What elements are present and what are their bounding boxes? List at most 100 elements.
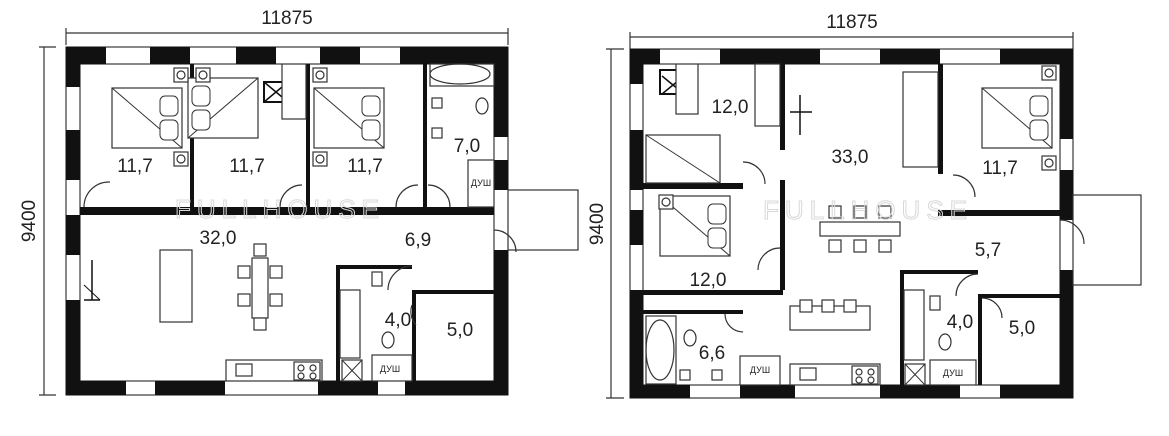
wardrobe-icon — [754, 63, 781, 127]
furniture — [645, 63, 1057, 386]
room-area-bedroom-1: 11,7 — [117, 156, 153, 177]
nightstand-icon — [173, 67, 189, 83]
chair-icon — [269, 265, 283, 279]
dining-table-icon — [251, 257, 269, 319]
toilet-icon — [938, 333, 952, 351]
height-dimension-label: 9400 — [587, 203, 608, 245]
toilet-icon — [381, 331, 395, 349]
bed-icon — [187, 77, 259, 139]
chair-icon — [253, 317, 267, 331]
room-area-bedroom: 11,7 — [982, 158, 1018, 179]
width-dimension-label: 11875 — [826, 12, 877, 33]
room-area-storage: 5,0 — [447, 320, 473, 341]
doors — [724, 161, 1085, 333]
bathtub-icon — [645, 319, 675, 381]
room-area-bedroom-3: 11,7 — [347, 156, 383, 177]
fireplace-icon — [790, 95, 812, 135]
height-dimension-label: 9400 — [19, 200, 40, 242]
chair-icon — [878, 239, 892, 253]
shower-icon — [739, 355, 781, 386]
room-area-wc: 4,0 — [947, 312, 973, 333]
room-area-hall: 5,7 — [975, 240, 1001, 261]
desk-icon — [675, 63, 699, 115]
width-dimension: 11875 — [65, 8, 509, 45]
door-swing-icon — [410, 304, 417, 326]
stool-icon — [843, 299, 857, 313]
nightstand-icon — [195, 67, 211, 83]
dining-table-icon — [819, 221, 901, 237]
outer-walls — [629, 48, 1074, 399]
door-swing-icon — [952, 174, 976, 198]
bed-icon — [111, 87, 183, 149]
shower-label: ДУШ — [471, 178, 491, 188]
room-area-storage: 5,0 — [1009, 318, 1035, 339]
room-area-living: 32,0 — [200, 228, 237, 249]
room-area-bedroom-2: 11,7 — [229, 156, 265, 177]
door-swing-icon — [981, 297, 1003, 319]
chair-icon — [828, 239, 842, 253]
chair-icon — [269, 293, 283, 307]
sink-icon — [431, 127, 443, 139]
width-dimension: 11875 — [629, 12, 1074, 49]
chair-icon — [237, 265, 251, 279]
sofa-icon — [902, 71, 939, 168]
nightstand-icon — [312, 67, 328, 83]
desk-icon — [281, 63, 307, 120]
shower-icon — [467, 159, 495, 208]
plan-left: 11875 9400 — [19, 8, 579, 396]
sink-icon — [371, 271, 383, 287]
stool-icon — [821, 299, 835, 313]
furniture — [83, 63, 495, 382]
sink-icon — [929, 295, 941, 311]
chair-icon — [237, 293, 251, 307]
stove-icon — [293, 361, 321, 381]
bed-icon — [981, 87, 1053, 149]
door-swing-icon — [1059, 219, 1085, 245]
door-swing-icon — [955, 273, 979, 297]
fireplace-icon — [83, 260, 101, 301]
nightstand-icon — [1041, 65, 1057, 81]
doors — [83, 181, 517, 326]
door-swing-icon — [427, 184, 451, 208]
sink-icon — [679, 369, 691, 381]
nightstand-icon — [173, 151, 189, 167]
stool-icon — [799, 299, 813, 313]
height-dimension: 9400 — [19, 46, 56, 396]
shower-icon — [929, 359, 977, 386]
nightstand-icon — [1041, 155, 1057, 171]
room-area-study: 12,0 — [712, 97, 749, 118]
door-swing-icon — [724, 313, 744, 333]
nightstand-icon — [312, 151, 328, 167]
bed-icon — [313, 87, 385, 149]
room-area-bathroom: 6,6 — [699, 343, 725, 364]
shower-label: ДУШ — [750, 365, 770, 375]
stove-icon — [851, 365, 879, 385]
shower-label: ДУШ — [943, 368, 963, 378]
nightstand-icon — [658, 194, 674, 210]
door-swing-icon — [757, 247, 781, 271]
room-area-bedroom-2: 12,0 — [690, 270, 727, 291]
inner-walls — [643, 64, 1142, 385]
sink-icon — [431, 97, 443, 109]
boiler-icon — [339, 289, 361, 359]
room-area-living: 33,0 — [832, 147, 869, 168]
sink-icon — [711, 369, 723, 381]
room-area-bathroom: 7,0 — [454, 136, 480, 157]
door-swing-icon — [387, 265, 413, 291]
chair-icon — [853, 239, 867, 253]
door-swing-icon — [395, 184, 419, 208]
toilet-icon — [475, 97, 489, 115]
shower-icon — [371, 354, 413, 382]
width-dimension-label: 11875 — [261, 8, 312, 29]
door-swing-icon — [493, 229, 517, 253]
door-swing-icon — [279, 184, 303, 208]
room-area-hall: 6,9 — [405, 230, 431, 251]
plan-right: 11875 9400 — [587, 12, 1142, 399]
bathtub-icon — [429, 63, 491, 85]
room-area-wc: 4,0 — [385, 310, 411, 331]
watermark: FULLHOUSE — [175, 194, 385, 224]
sofa-icon — [159, 249, 193, 323]
door-swing-icon — [83, 181, 111, 208]
toilet-icon — [683, 329, 697, 347]
